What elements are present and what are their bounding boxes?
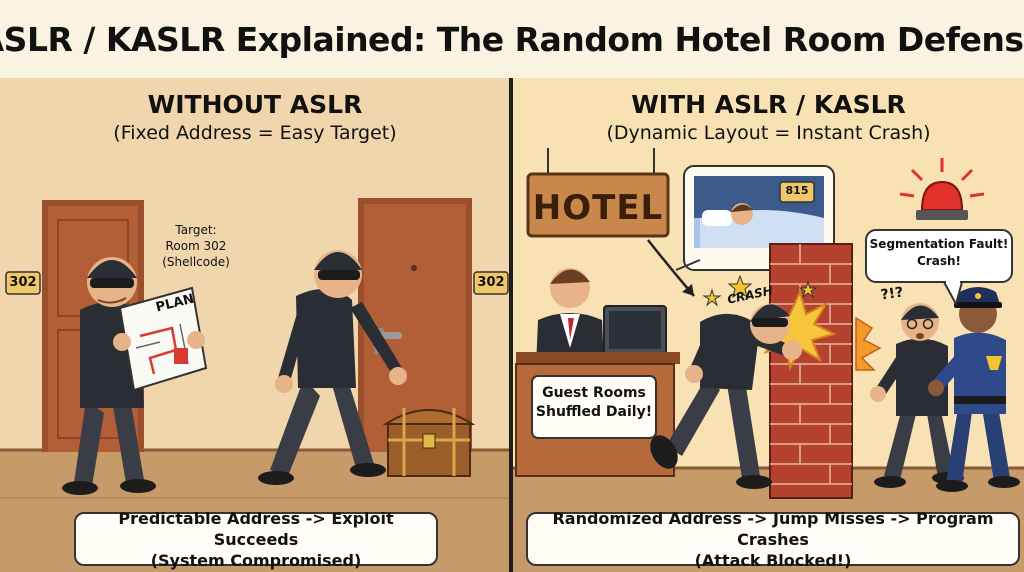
impact-burst-right xyxy=(855,316,882,371)
speech-bubble xyxy=(865,229,1013,307)
left-panel-header: WITHOUT ASLR (Fixed Address = Easy Targe… xyxy=(0,90,510,146)
right-caption-line1: Randomized Address -> Jump Misses -> Pro… xyxy=(552,508,994,549)
right-caption-line2: (Attack Blocked!) xyxy=(694,550,852,570)
desk-sign-line2: Shuffled Daily! xyxy=(535,404,653,420)
right-panel-subheading: (Dynamic Layout = Instant Crash) xyxy=(606,122,931,144)
thief-hitting-wall xyxy=(650,304,802,489)
treasure-chest-icon xyxy=(382,408,476,477)
target-note-line1: Target: xyxy=(175,223,217,237)
right-caption: Randomized Address -> Jump Misses -> Pro… xyxy=(526,509,1020,570)
page-title: ASLR / KASLR Explained: The Random Hotel… xyxy=(0,19,1024,59)
title-bar: ASLR / KASLR Explained: The Random Hotel… xyxy=(0,0,1024,78)
hotel-sign xyxy=(526,148,670,238)
desk-sign-line1: Guest Rooms xyxy=(542,385,646,401)
star-icon-right xyxy=(798,280,818,299)
right-panel-scene xyxy=(513,78,1024,572)
left-panel-scene xyxy=(0,78,510,572)
target-note-line3: (Shellcode) xyxy=(162,255,230,269)
left-panel-heading: WITHOUT ASLR xyxy=(147,90,363,119)
left-caption: Predictable Address -> Exploit Succeeds … xyxy=(74,509,438,570)
right-room-plate xyxy=(473,271,509,295)
thief-walking xyxy=(258,250,407,485)
speech-bubble-line2: Crash! xyxy=(917,254,961,268)
left-caption-line2: (System Compromised) xyxy=(150,550,362,570)
left-caption-line1: Predictable Address -> Exploit Succeeds xyxy=(118,508,394,549)
room-number-left: 302 xyxy=(9,275,37,290)
right-panel-heading: WITH ASLR / KASLR xyxy=(631,90,906,119)
brick-wall xyxy=(769,243,853,499)
thief-arrested xyxy=(870,303,964,488)
room-screen-number: 815 xyxy=(785,184,809,197)
target-note: Target: Room 302 (Shellcode) xyxy=(156,222,236,270)
receptionist xyxy=(536,268,604,368)
right-panel-header: WITH ASLR / KASLR (Dynamic Layout = Inst… xyxy=(513,90,1024,146)
desk-sign-text: Guest Rooms Shuffled Daily! xyxy=(532,384,656,422)
hotel-sign-text: HOTEL xyxy=(532,188,664,228)
plan-map xyxy=(113,286,208,392)
speech-bubble-line1: Segmentation Fault! xyxy=(869,237,1009,251)
target-note-line2: Room 302 xyxy=(165,239,227,253)
left-room-plate xyxy=(5,271,41,295)
left-panel-subheading: (Fixed Address = Easy Target) xyxy=(113,122,397,144)
speech-bubble-text: Segmentation Fault! Crash! xyxy=(866,236,1012,270)
illustration xyxy=(0,78,1024,572)
desk-sign xyxy=(531,375,657,439)
police-officer xyxy=(928,287,1020,492)
star-icon-small xyxy=(702,288,722,307)
room-number-right: 302 xyxy=(477,275,505,290)
panel-divider xyxy=(509,78,513,572)
star-icon xyxy=(727,274,753,299)
police-siren-icon xyxy=(899,158,985,220)
room-number-tag xyxy=(779,181,815,203)
